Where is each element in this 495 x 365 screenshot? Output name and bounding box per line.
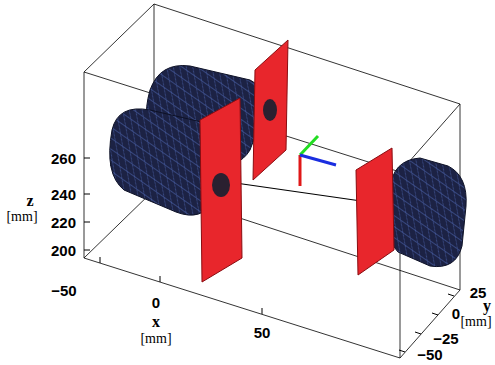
tick-label: −50	[51, 283, 76, 298]
aperture-plane	[253, 40, 288, 180]
axis-name: z	[26, 193, 33, 209]
tick-label: 200	[51, 243, 76, 258]
tick-label: 0	[152, 295, 160, 310]
tick-label: −50	[417, 347, 442, 362]
axis-unit: [mm]	[460, 315, 491, 329]
tick-label: −25	[433, 331, 458, 346]
axis-unit: [mm]	[140, 332, 171, 346]
aperture-plane	[200, 98, 242, 282]
tick-label: 50	[254, 325, 271, 340]
aperture-hole	[263, 99, 277, 121]
tick-label: 220	[51, 215, 76, 230]
tick-label: 0	[452, 306, 460, 321]
axis-name: x	[152, 314, 160, 330]
axis-unit: [mm]	[6, 210, 37, 224]
coordinate-triad	[300, 136, 336, 186]
axis-name: y	[483, 298, 491, 314]
aperture-hole	[212, 173, 230, 197]
tick-label: 240	[51, 187, 76, 202]
tick-label: 260	[51, 151, 76, 166]
cylinder	[388, 158, 466, 267]
aperture-plane	[356, 148, 394, 275]
